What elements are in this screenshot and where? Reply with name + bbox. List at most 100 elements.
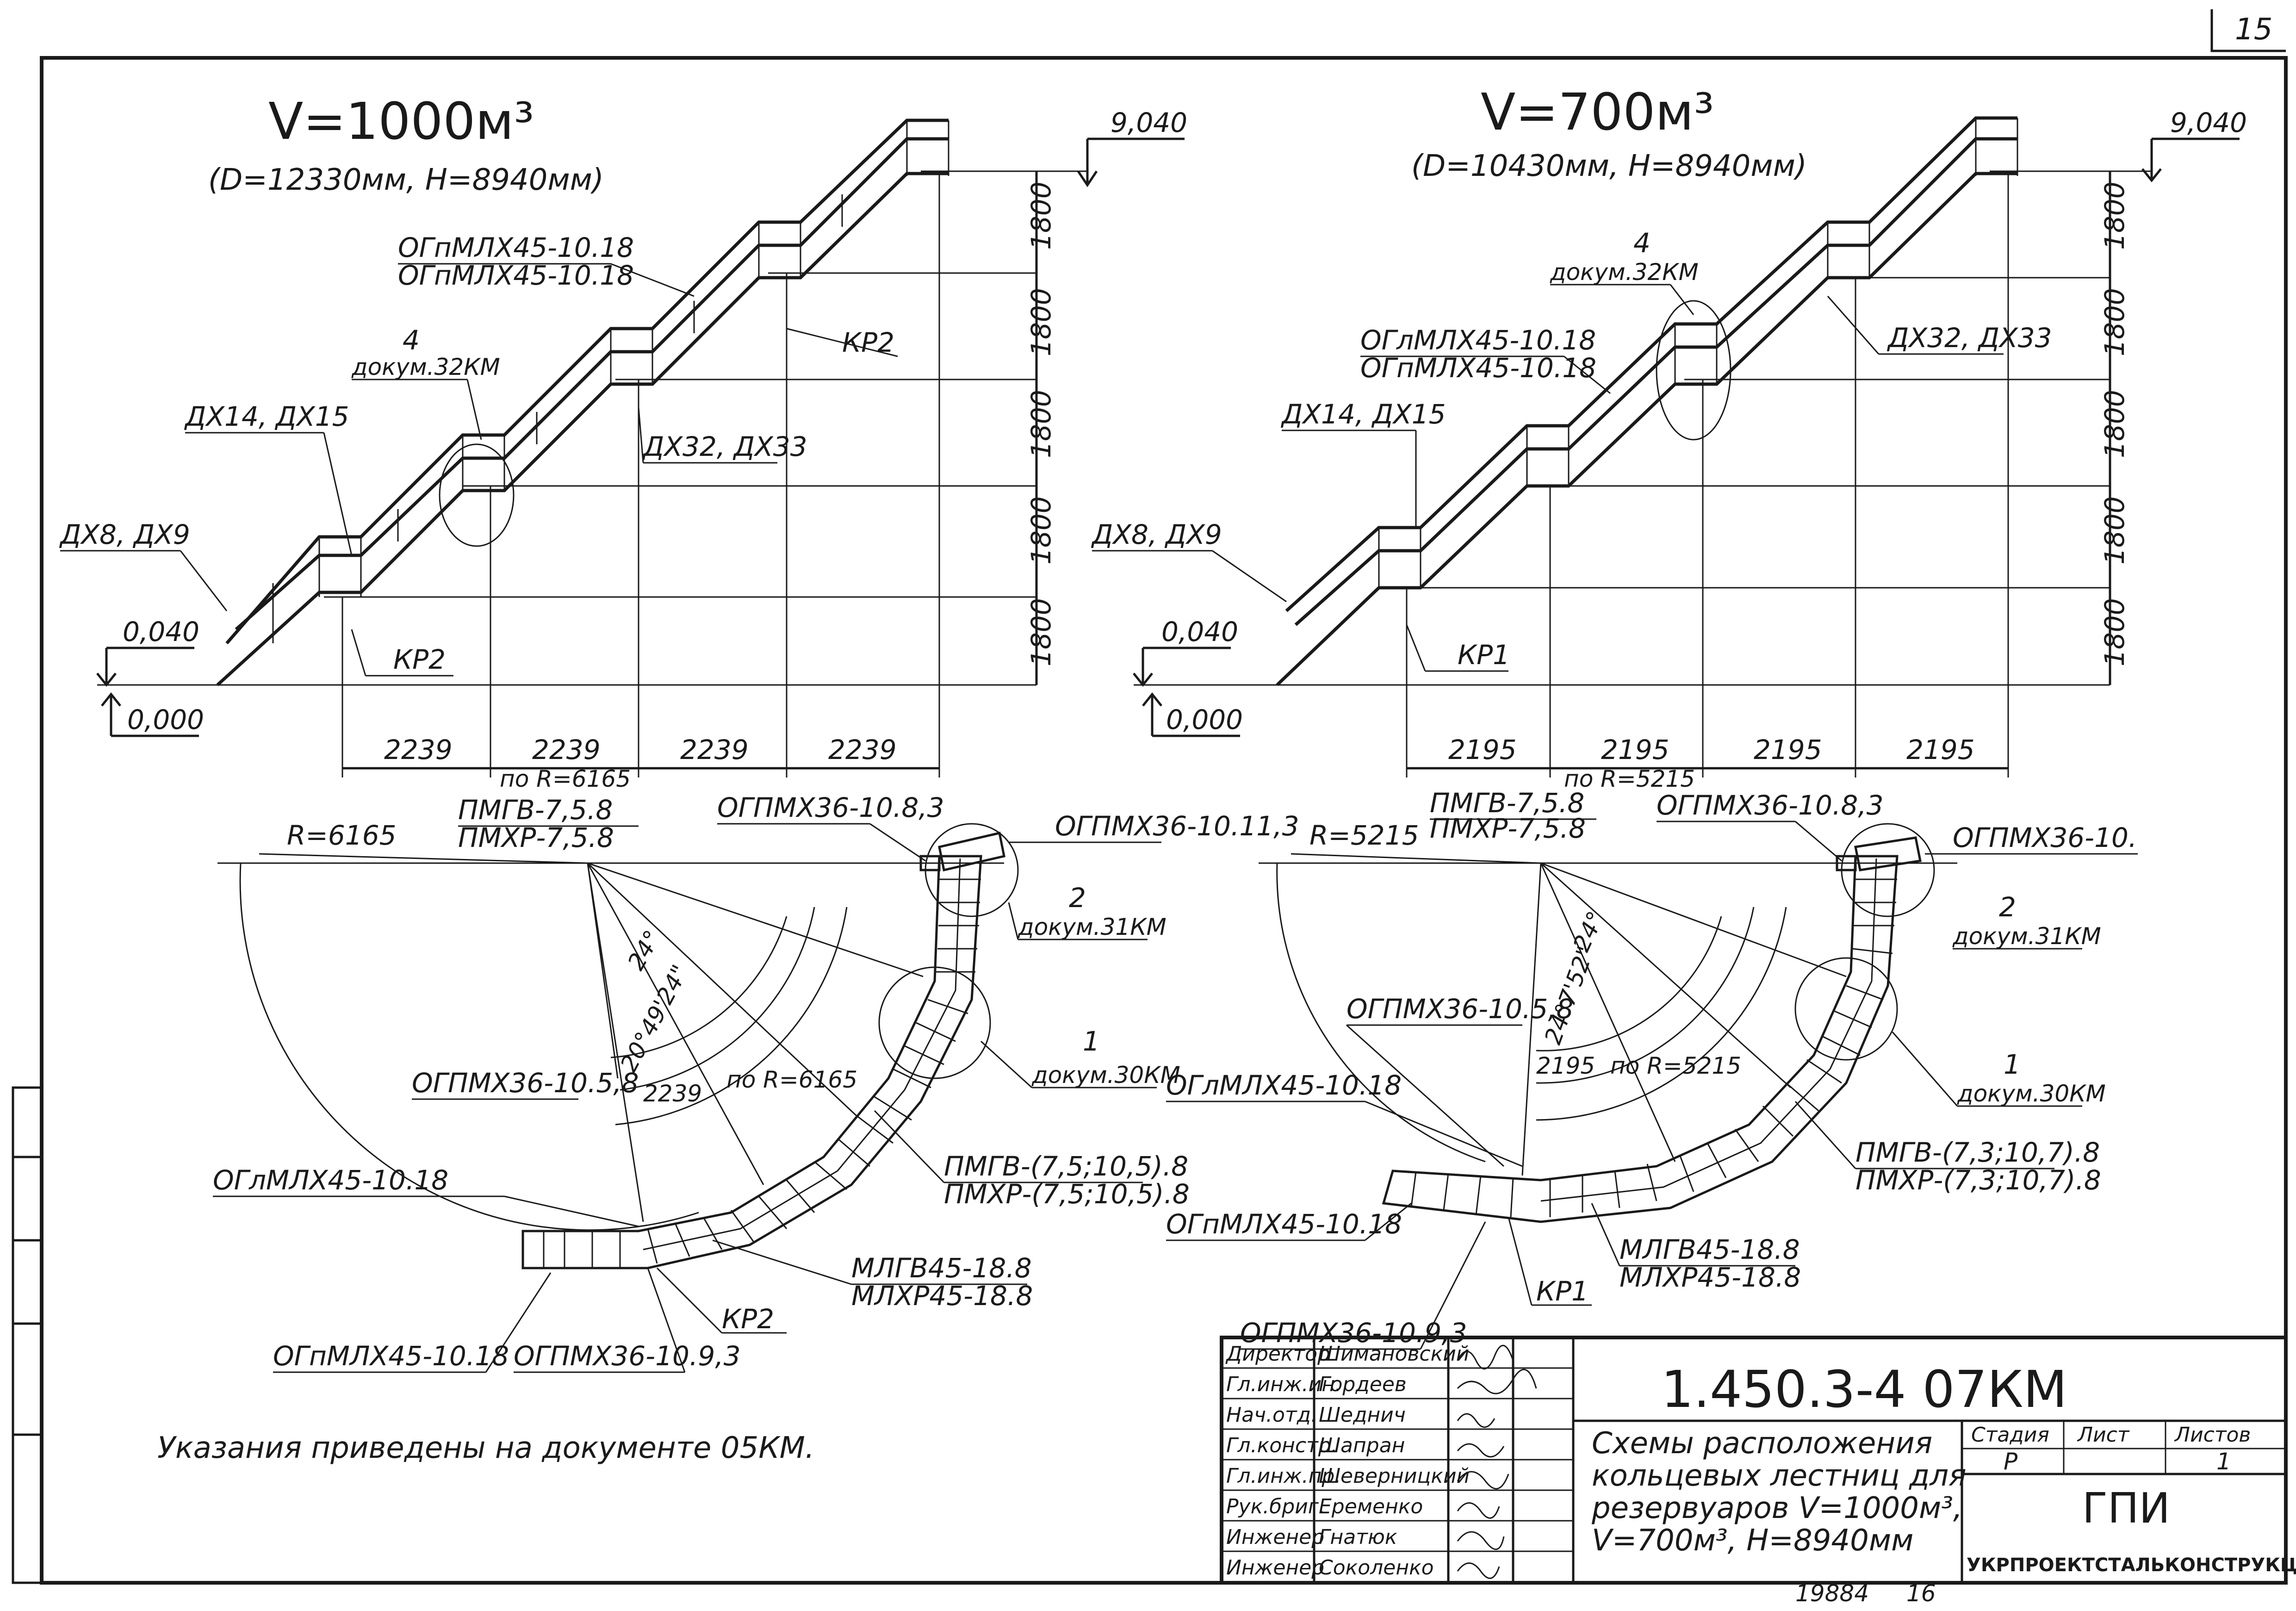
right-plan-ogpml-bot: ОГпМЛХ45-10.18 xyxy=(1166,1208,1402,1240)
right-plan-arc-note: по R=5215 xyxy=(1610,1052,1741,1079)
left-plan-angle-step: 20°49'24" xyxy=(615,960,694,1076)
left-landing-bot: ОГпМЛХ45-10.18 xyxy=(398,260,634,291)
right-landing-top: ОГлМЛХ45-10.18 xyxy=(1360,324,1596,356)
left-plan-mlxp: МЛХР45-18.8 xyxy=(851,1280,1033,1312)
right-plan-oglml-left: ОГлМЛХ45-10.18 xyxy=(1166,1070,1402,1101)
left-plan-node-2 xyxy=(925,823,1019,917)
right-node-4-doc: докум.32КМ xyxy=(1550,259,1699,286)
doc-code: 1.450.3-4 07КМ xyxy=(1661,1360,2067,1419)
left-plan-stair-band xyxy=(521,855,982,1269)
svg-text:2239: 2239 xyxy=(828,734,897,765)
right-plan: R=5215 ПМГВ-7,5.8 ПМХР-7,5.8 ОГПМХ36-10.… xyxy=(1166,787,2138,1350)
left-dx8: ДХ8, ДХ9 xyxy=(59,519,190,550)
right-plan-treads xyxy=(1410,878,1897,1218)
right-elev-low: 0,040 xyxy=(1161,616,1238,647)
right-title: V=700м³ xyxy=(1481,82,1714,142)
right-plan-node2-num: 2 xyxy=(1999,891,2016,923)
right-plan-stair-band xyxy=(1382,855,1899,1223)
left-plan-arc-note: по R=6165 xyxy=(726,1066,857,1093)
right-plan-ogpmx-top: ОГПМХ36-10.8,3 xyxy=(1657,790,1884,821)
left-plan-ogpmx-right: ОГПМХ36-10.11,3 xyxy=(1055,810,1299,842)
sheets-label: Листов xyxy=(2174,1423,2251,1447)
svg-text:1800: 1800 xyxy=(1025,181,1057,250)
left-plan-treads xyxy=(543,878,981,1268)
sheet-frame xyxy=(40,56,2288,1585)
right-plan-node-2 xyxy=(1841,823,1935,917)
left-plan-arc: 2239 xyxy=(643,1080,702,1107)
right-plan-radius: R=5215 xyxy=(1309,820,1419,851)
title-block: 1.450.3-4 07КМ Схемы расположения кольце… xyxy=(1220,1336,2296,1585)
description-line-2: кольцевых лестниц для xyxy=(1592,1459,1967,1493)
right-kr1: КР1 xyxy=(1458,639,1510,671)
left-plan-radius: R=6165 xyxy=(287,820,397,851)
footer-num-1: 19884 xyxy=(1795,1580,1869,1607)
svg-text:по R=5215: по R=5215 xyxy=(1564,765,1695,792)
roles-list: Директор Шимановский Гл.инж.ин. Гордеев … xyxy=(1225,1342,1470,1580)
left-plan-ogpml-bot: ОГпМЛХ45-10.18 xyxy=(273,1340,509,1372)
svg-text:Директор: Директор xyxy=(1225,1342,1330,1366)
svg-text:Рук.бриг.: Рук.бриг. xyxy=(1226,1495,1325,1518)
left-plan-radials xyxy=(587,862,939,1222)
svg-text:по R=6165: по R=6165 xyxy=(500,765,631,792)
right-dx32: ДХ32, ДХ33 xyxy=(1886,322,2052,354)
svg-text:1800: 1800 xyxy=(1025,598,1057,666)
left-title: V=1000м³ xyxy=(268,92,534,151)
left-span-labels: 2239 2239 2239 2239 по R=6165 xyxy=(384,734,897,792)
svg-text:2195: 2195 xyxy=(1906,734,1975,765)
right-span-labels: 2195 2195 2195 2195 по R=5215 xyxy=(1448,734,1975,792)
left-plan-kr2: КР2 xyxy=(722,1303,774,1335)
right-elevation: V=700м³ (D=10430мм, H=8940мм) 9,0 xyxy=(1091,82,2247,792)
right-subtitle: (D=10430мм, H=8940мм) xyxy=(1411,149,1807,183)
sheet-value: 1 xyxy=(2216,1448,2231,1475)
left-plan-ogpmx-top: ОГПМХ36-10.8,3 xyxy=(717,792,944,823)
svg-text:2239: 2239 xyxy=(384,734,453,765)
general-note: Указания приведены на документе 05КМ. xyxy=(157,1431,814,1465)
left-elev-low: 0,040 xyxy=(123,616,199,647)
description-line-1: Схемы расположения xyxy=(1592,1426,1932,1461)
svg-text:Гл.констр.: Гл.констр. xyxy=(1226,1434,1338,1457)
right-plan-radials xyxy=(1521,862,1855,1176)
svg-text:2239: 2239 xyxy=(532,734,601,765)
svg-text:1800: 1800 xyxy=(1025,390,1057,458)
left-plan-pmgv-mid: ПМГВ-(7,5;10,5).8 xyxy=(944,1151,1188,1182)
sheet-label: Лист xyxy=(2077,1423,2130,1447)
right-plan-node2-doc: докум.31КМ xyxy=(1952,923,2101,950)
stage-label: Стадия xyxy=(1971,1423,2049,1447)
left-elev-top-marker xyxy=(1077,137,1185,187)
svg-text:Гл.инж.пр.: Гл.инж.пр. xyxy=(1226,1464,1341,1488)
left-dx14: ДХ14, ДХ15 xyxy=(184,401,349,432)
left-plan-node1-num: 1 xyxy=(1083,1026,1100,1057)
left-plan-mlgv: МЛГВ45-18.8 xyxy=(851,1252,1032,1284)
svg-text:1800: 1800 xyxy=(2099,288,2130,356)
left-height-labels: 1800 1800 1800 1800 1800 xyxy=(1025,181,1057,666)
svg-text:2195: 2195 xyxy=(1601,734,1669,765)
svg-text:Шеднич: Шеднич xyxy=(1319,1403,1406,1427)
svg-text:Гнатюк: Гнатюк xyxy=(1319,1525,1397,1549)
svg-text:1800: 1800 xyxy=(2099,496,2130,565)
left-plan: R=6165 ПМГВ-7,5.8 ПМХР-7,5.8 ОГПМХ36-10.… xyxy=(213,792,1299,1373)
svg-text:1800: 1800 xyxy=(1025,496,1057,565)
right-landing-bot: ОГпМЛХ45-10.18 xyxy=(1360,352,1596,384)
right-plan-mlgv: МЛГВ45-18.8 xyxy=(1620,1234,1800,1265)
left-plan-node1-doc: докум.30КМ xyxy=(1031,1062,1180,1089)
svg-text:2239: 2239 xyxy=(680,734,749,765)
left-plan-pmxp-top: ПМХР-7,5.8 xyxy=(458,822,614,853)
right-level-lines xyxy=(1134,170,2152,778)
page-corner xyxy=(2210,9,2286,52)
svg-text:1800: 1800 xyxy=(2099,598,2130,666)
stage-value: Р xyxy=(2004,1448,2018,1475)
svg-text:Шимановский: Шимановский xyxy=(1319,1342,1469,1366)
svg-text:Нач.отд.: Нач.отд. xyxy=(1226,1403,1317,1427)
left-node-4-num: 4 xyxy=(403,324,420,356)
binding-strip xyxy=(12,1086,43,1584)
left-elev-top: 9,040 xyxy=(1111,107,1187,138)
right-node-4-num: 4 xyxy=(1633,227,1651,259)
svg-text:Шапран: Шапран xyxy=(1319,1434,1405,1457)
right-plan-kr1: КР1 xyxy=(1536,1275,1589,1307)
right-plan-node1-num: 1 xyxy=(2004,1049,2021,1080)
right-plan-mlxp: МЛХР45-18.8 xyxy=(1620,1262,1801,1293)
svg-text:Соколенко: Соколенко xyxy=(1319,1556,1434,1580)
org-full: УКРПРОЕКТСТАЛЬКОНСТРУКЦИЯ xyxy=(1967,1555,2296,1576)
svg-text:Гл.инж.ин.: Гл.инж.ин. xyxy=(1226,1373,1341,1396)
